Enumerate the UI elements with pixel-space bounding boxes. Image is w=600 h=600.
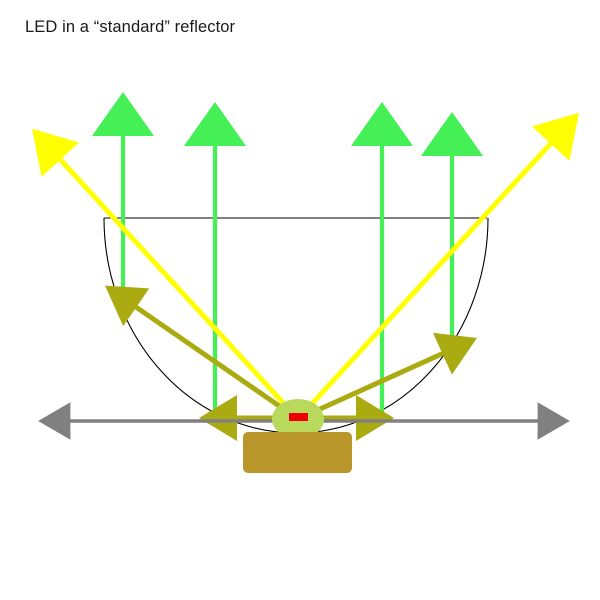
led-chip: [289, 413, 308, 421]
emitted-ray-upper-right: [296, 112, 580, 421]
internal-ray-left-diagonal: [105, 285, 300, 422]
led-base: [243, 432, 352, 473]
emitted-ray-upper-left: [32, 128, 300, 421]
internal-ray-right-diagonal: [296, 332, 477, 422]
page-title: LED in a “standard” reflector: [25, 18, 236, 36]
